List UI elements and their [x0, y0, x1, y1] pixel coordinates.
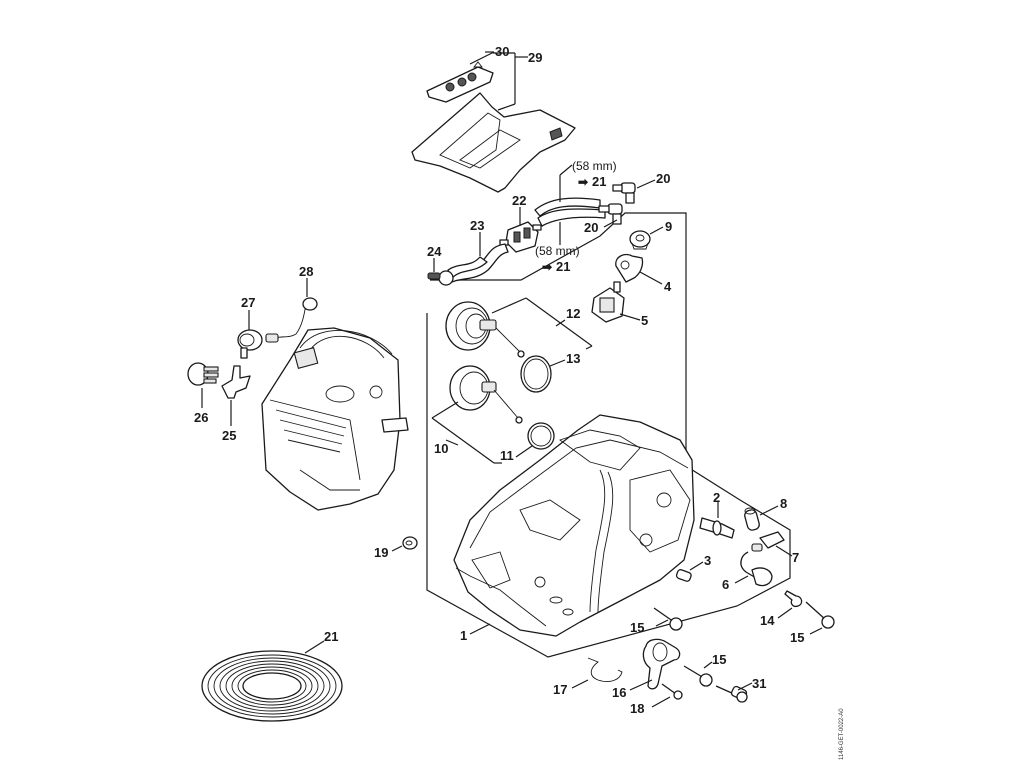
callout-11: 11: [500, 448, 514, 463]
callout-26: 26: [194, 410, 208, 425]
callout-29: 29: [528, 50, 542, 65]
callout-25: 25: [222, 428, 236, 443]
callout-18: 18: [630, 701, 644, 716]
hose-upper-ref-arrow: ➡: [578, 175, 589, 189]
callout-21: 21: [324, 629, 338, 644]
engine-housing-part[interactable]: [453, 414, 695, 637]
threaded-fitting-part[interactable]: [751, 531, 785, 552]
fuel-hose-part[interactable]: [438, 243, 509, 286]
cable-harness-part[interactable]: [265, 297, 318, 343]
hose-lower-length-note: (58 mm): [535, 244, 580, 258]
hose-lower-ref: 21: [556, 259, 570, 274]
callout-31: 31: [752, 676, 766, 691]
main-group-bracket: [426, 212, 791, 658]
callout-16: 16: [612, 685, 626, 700]
callout-30: 30: [495, 44, 509, 59]
plug-part[interactable]: [402, 536, 418, 550]
tank-cap-lower-part[interactable]: [449, 365, 523, 424]
callout-22: 22: [512, 193, 526, 208]
bushing-part[interactable]: [744, 507, 761, 531]
callout-14: 14: [760, 613, 775, 628]
warning-label-part[interactable]: [426, 61, 494, 103]
cover-plate-part[interactable]: [411, 92, 576, 193]
callout-12: 12: [566, 306, 580, 321]
sensor-part[interactable]: [237, 329, 263, 359]
hose-upper-length-note: (58 mm): [572, 159, 617, 173]
valve-block-part[interactable]: [499, 221, 542, 253]
o-ring-lower-part[interactable]: [527, 422, 555, 450]
callout-9: 9: [665, 219, 672, 234]
callout-27: 27: [241, 295, 255, 310]
sleeve-part[interactable]: [675, 569, 692, 582]
callout-10: 10: [434, 441, 448, 456]
elbow-connector-lower[interactable]: [598, 203, 623, 225]
callout-4: 4: [664, 279, 672, 294]
callout-7: 7: [792, 550, 799, 565]
hose-upper-part[interactable]: [534, 197, 601, 217]
callout-17: 17: [553, 682, 567, 697]
drawing-code: 1146-GET-0022-A0: [839, 708, 845, 760]
callout-15-lower: 15: [712, 652, 726, 667]
callout-20-upper: 20: [656, 171, 670, 186]
screw-small-part[interactable]: [661, 683, 683, 700]
tank-cap-upper-part[interactable]: [445, 301, 525, 358]
elbow-connector-upper[interactable]: [612, 182, 636, 204]
callout-24: 24: [427, 244, 442, 259]
callout-1: 1: [460, 628, 467, 643]
nipple-part[interactable]: [427, 272, 441, 280]
hose-lower-ref-arrow: ➡: [542, 260, 553, 274]
callout-28: 28: [299, 264, 313, 279]
o-ring-upper-part[interactable]: [520, 355, 552, 393]
callout-5: 5: [641, 313, 648, 328]
screw-part-center[interactable]: [653, 607, 683, 631]
connector-plug-part[interactable]: [187, 362, 219, 386]
clamp-plate-part[interactable]: [784, 590, 803, 608]
callout-20-lower: 20: [584, 220, 598, 235]
hose-upper-ref: 21: [592, 174, 606, 189]
engine-block-part[interactable]: [261, 327, 409, 511]
grommet-part[interactable]: [629, 230, 651, 250]
callout-15-center: 15: [630, 620, 644, 635]
callout-2: 2: [713, 490, 720, 505]
callout-23: 23: [470, 218, 484, 233]
oil-pump-line-part[interactable]: [740, 551, 773, 587]
hose-lower-part[interactable]: [537, 208, 606, 227]
fuel-filter-part[interactable]: [591, 281, 625, 323]
manifold-part[interactable]: [221, 365, 251, 399]
stud-part[interactable]: [699, 517, 735, 539]
screw-part-lower[interactable]: [683, 665, 713, 687]
adjusting-screw-part[interactable]: [715, 685, 748, 703]
hose-coil-part[interactable]: [201, 650, 343, 722]
fuel-pickup-body-part[interactable]: [615, 253, 644, 283]
spring-clip-part[interactable]: [587, 657, 623, 683]
callout-13: 13: [566, 351, 580, 366]
screw-part-right[interactable]: [805, 601, 835, 629]
callout-3: 3: [704, 553, 711, 568]
callout-19: 19: [374, 545, 388, 560]
callout-6: 6: [722, 577, 729, 592]
callout-15-right: 15: [790, 630, 804, 645]
chain-catcher-bracket-part[interactable]: [642, 638, 681, 690]
callout-8: 8: [780, 496, 787, 511]
